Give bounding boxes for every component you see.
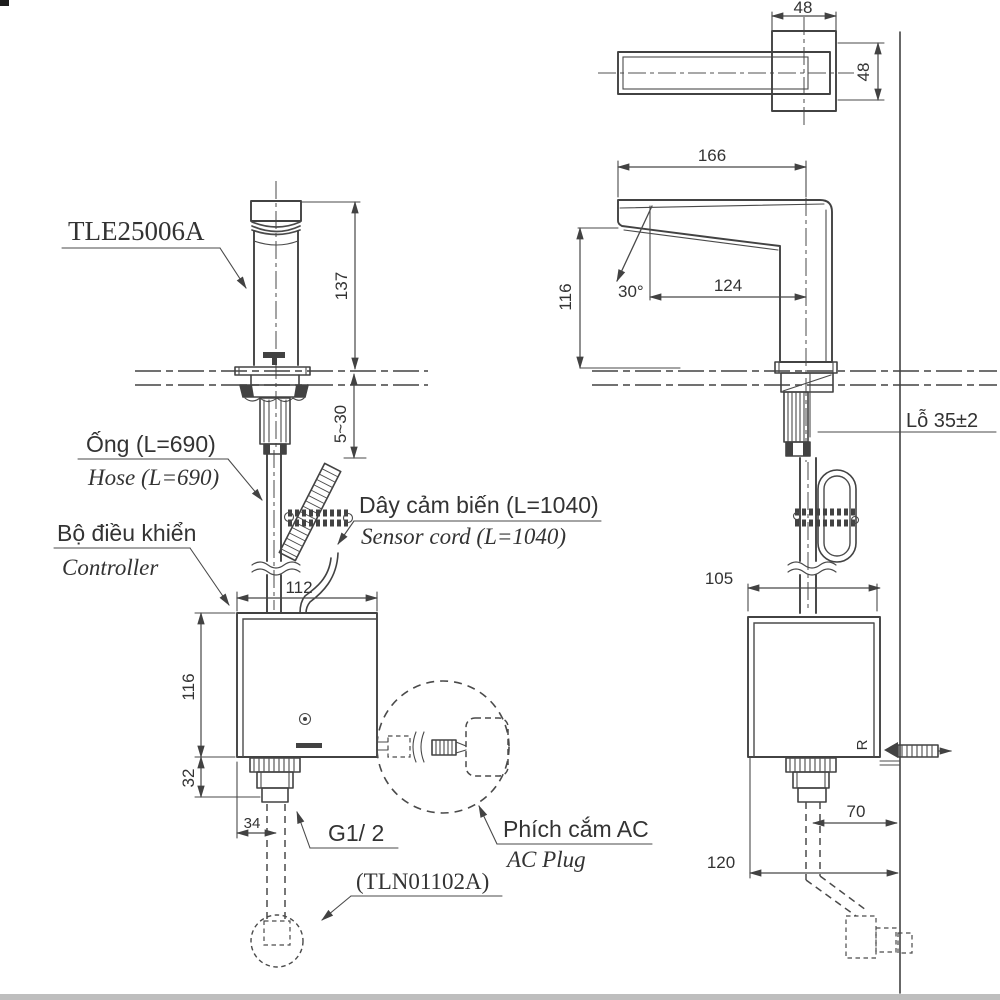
r-mark: R (854, 739, 871, 750)
side-view: 166 30° 124 116 Lỗ 35±2 (556, 146, 997, 959)
dim-controller-width: 112 (285, 578, 312, 597)
thread-label: G1/ 2 (328, 820, 384, 846)
controller-label-en: Controller (62, 555, 159, 580)
dim-reach: 166 (698, 146, 726, 165)
front-view-dimensions: 137 5~30 112 116 32 34 (179, 200, 379, 839)
dim-height: 116 (556, 283, 575, 310)
dim-sensor-angle: 30° (618, 282, 644, 301)
model-label: TLE25006A (68, 216, 205, 246)
controller-label-vi: Bộ điều khiển (57, 520, 196, 546)
dim-spout-height: 137 (332, 272, 351, 300)
dim-controller-to-wall: 120 (707, 853, 735, 872)
callouts: TLE25006A Ống (L=690) Hose (L=690) Dây c… (53, 216, 653, 921)
ac-plug-label-en: AC Plug (505, 847, 586, 872)
top-view: 48 48 (598, 0, 885, 126)
dim-sensor-reach: 124 (714, 276, 742, 295)
dim-shank-length: 32 (179, 769, 198, 788)
front-view (135, 181, 510, 968)
sensor-cord-label-vi: Dây cảm biến (L=1040) (359, 492, 599, 518)
hose-label-vi: Ống (L=690) (86, 430, 216, 457)
dim-cap-depth: 48 (854, 63, 873, 82)
hole-label: Lỗ 35±2 (906, 409, 978, 432)
valve-model-label: (TLN01102A) (356, 869, 489, 894)
sensor-cord-label-en: Sensor cord (L=1040) (361, 524, 566, 549)
hose-label-en: Hose (L=690) (87, 465, 219, 490)
ac-plug-label-vi: Phích cắm AC (503, 816, 649, 842)
dim-cap-width: 48 (794, 0, 813, 17)
dim-offset-34: 34 (244, 815, 261, 832)
dim-deck-range: 5~30 (331, 405, 350, 443)
dim-controller-depth: 105 (705, 569, 733, 588)
dim-pipe-to-wall: 70 (847, 802, 866, 821)
dim-controller-height: 116 (179, 673, 198, 700)
